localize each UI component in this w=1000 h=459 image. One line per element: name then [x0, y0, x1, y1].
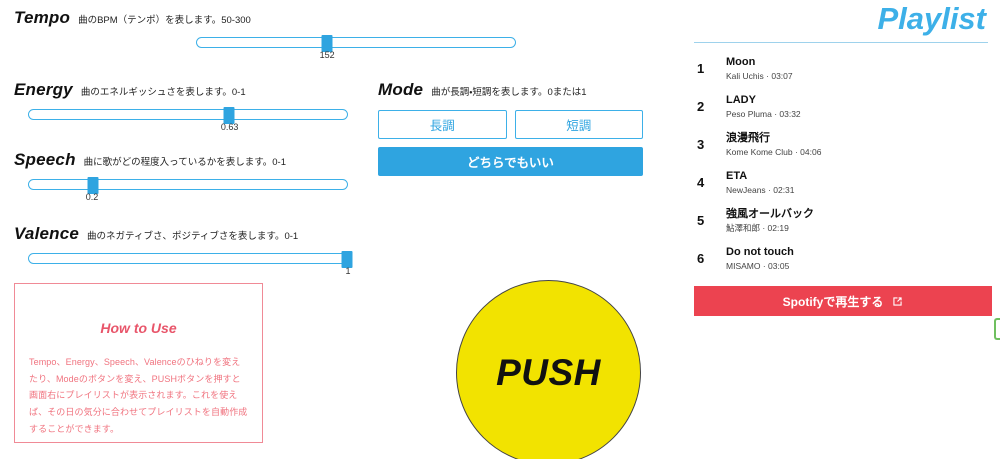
- playlist-track-title: Do not touch: [726, 246, 794, 259]
- how-to-use-box: How to Use Tempo、Energy、Speech、Valenceのひ…: [14, 283, 263, 443]
- edge-artifact: [994, 318, 1000, 340]
- param-title-energy: Energy: [14, 80, 73, 99]
- slider-value-valence: 1: [345, 266, 351, 276]
- param-section-valence: Valence 曲のネガティブさ、ポジティブさを表します。0-1 1: [14, 224, 359, 276]
- param-title-speech: Speech: [14, 150, 76, 169]
- playlist-track-index: 6: [697, 251, 705, 267]
- playlist-track-subtitle: 鮎澤和郎 · 02:19: [726, 222, 789, 233]
- playlist-track-title: ETA: [726, 170, 748, 183]
- playlist-title: Playlist: [877, 1, 986, 36]
- playlist-track-index: 4: [697, 175, 705, 191]
- spotify-play-button[interactable]: Spotifyで再生する: [694, 286, 992, 316]
- slider-thumb-speech[interactable]: [87, 177, 99, 194]
- slider-rail[interactable]: [196, 35, 516, 52]
- playlist-track-meta: 強風オールバック鮎澤和郎 · 02:19: [726, 207, 992, 235]
- param-header: Valence 曲のネガティブさ、ポジティブさを表します。0-1: [14, 224, 359, 244]
- playlist-track-index: 2: [697, 99, 705, 115]
- mode-button-row: 長調 短調: [378, 110, 643, 139]
- playlist-track-index: 5: [697, 213, 705, 229]
- param-section-mode: Mode 曲が長調・短調を表します。0または1 長調 短調 どちらでもいい: [378, 80, 643, 176]
- param-desc-mode: 曲が長調・短調を表します。0または1: [431, 87, 587, 98]
- slider-valence[interactable]: 1: [28, 251, 353, 276]
- slider-speech[interactable]: 0.2: [28, 177, 348, 202]
- external-link-icon: [892, 296, 903, 307]
- slider-rail[interactable]: [28, 107, 348, 124]
- slider-value-energy: 0.63: [220, 122, 239, 132]
- push-button-label: PUSH: [496, 351, 601, 393]
- param-desc-valence: 曲のネガティブさ、ポジティブさを表します。0-1: [87, 231, 299, 242]
- slider-thumb-tempo[interactable]: [321, 35, 333, 52]
- slider-thumb-energy[interactable]: [223, 107, 235, 124]
- slider-rail[interactable]: [28, 251, 353, 268]
- playlist-track-item[interactable]: 5 強風オールバック鮎澤和郎 · 02:19: [694, 207, 992, 245]
- slider-value-tempo: 152: [319, 50, 335, 60]
- slider-thumb-valence[interactable]: [341, 251, 353, 268]
- slider-energy[interactable]: 0.63: [28, 107, 348, 132]
- playlist-track-subtitle: Kome Kome Club · 04:06: [726, 146, 822, 157]
- param-title-valence: Valence: [14, 224, 80, 243]
- playlist-track-subtitle: Peso Pluma · 03:32: [726, 108, 801, 119]
- how-to-use-title: How to Use: [100, 320, 177, 336]
- how-to-use-body: Tempo、Energy、Speech、Valenceのひねりを変えたり、Mod…: [29, 357, 248, 434]
- playlist-track-title: 浪漫飛行: [726, 132, 770, 145]
- param-header: Energy 曲のエネルギッシュさを表します。0-1: [14, 80, 359, 100]
- playlist-track-title: Moon: [726, 56, 756, 69]
- mode-button-major[interactable]: 長調: [378, 110, 507, 139]
- playlist-track-subtitle: Kali Uchis · 03:07: [726, 70, 793, 81]
- param-desc-speech: 曲に歌がどの程度入っているかを表します。0-1: [83, 157, 286, 168]
- playlist-track-subtitle: MISAMO · 03:05: [726, 260, 790, 271]
- param-section-energy: Energy 曲のエネルギッシュさを表します。0-1 0.63: [14, 80, 359, 132]
- mode-button-minor[interactable]: 短調: [514, 110, 643, 139]
- slider-tempo[interactable]: 152: [196, 35, 516, 60]
- param-title-mode: Mode: [378, 80, 424, 99]
- playlist-divider: [694, 42, 988, 44]
- push-button[interactable]: PUSH: [456, 280, 641, 459]
- param-header: Tempo 曲のBPM（テンポ）を表します。50-300: [14, 8, 539, 28]
- mode-button-either[interactable]: どちらでもいい: [378, 147, 643, 176]
- param-header: Mode 曲が長調・短調を表します。0または1: [378, 80, 643, 100]
- param-section-speech: Speech 曲に歌がどの程度入っているかを表します。0-1 0.2: [14, 150, 359, 202]
- spotify-play-label: Spotifyで再生する: [782, 294, 884, 309]
- playlist-track-title: 強風オールバック: [726, 208, 814, 221]
- param-section-tempo: Tempo 曲のBPM（テンポ）を表します。50-300 152: [14, 8, 539, 60]
- slider-rail[interactable]: [28, 177, 348, 194]
- playlist-track-subtitle: NewJeans · 02:31: [726, 184, 795, 195]
- slider-value-speech: 0.2: [85, 192, 99, 202]
- param-desc-tempo: 曲のBPM（テンポ）を表します。50-300: [78, 15, 251, 26]
- controls-panel: Tempo 曲のBPM（テンポ）を表します。50-300 152 Energy …: [14, 8, 643, 459]
- param-title-tempo: Tempo: [14, 8, 71, 27]
- param-header: Speech 曲に歌がどの程度入っているかを表します。0-1: [14, 150, 359, 170]
- playlist-track-index: 1: [697, 61, 705, 77]
- param-desc-energy: 曲のエネルギッシュさを表します。0-1: [80, 87, 246, 98]
- playlist-track-index: 3: [697, 137, 705, 153]
- playlist-track-title: LADY: [726, 94, 756, 107]
